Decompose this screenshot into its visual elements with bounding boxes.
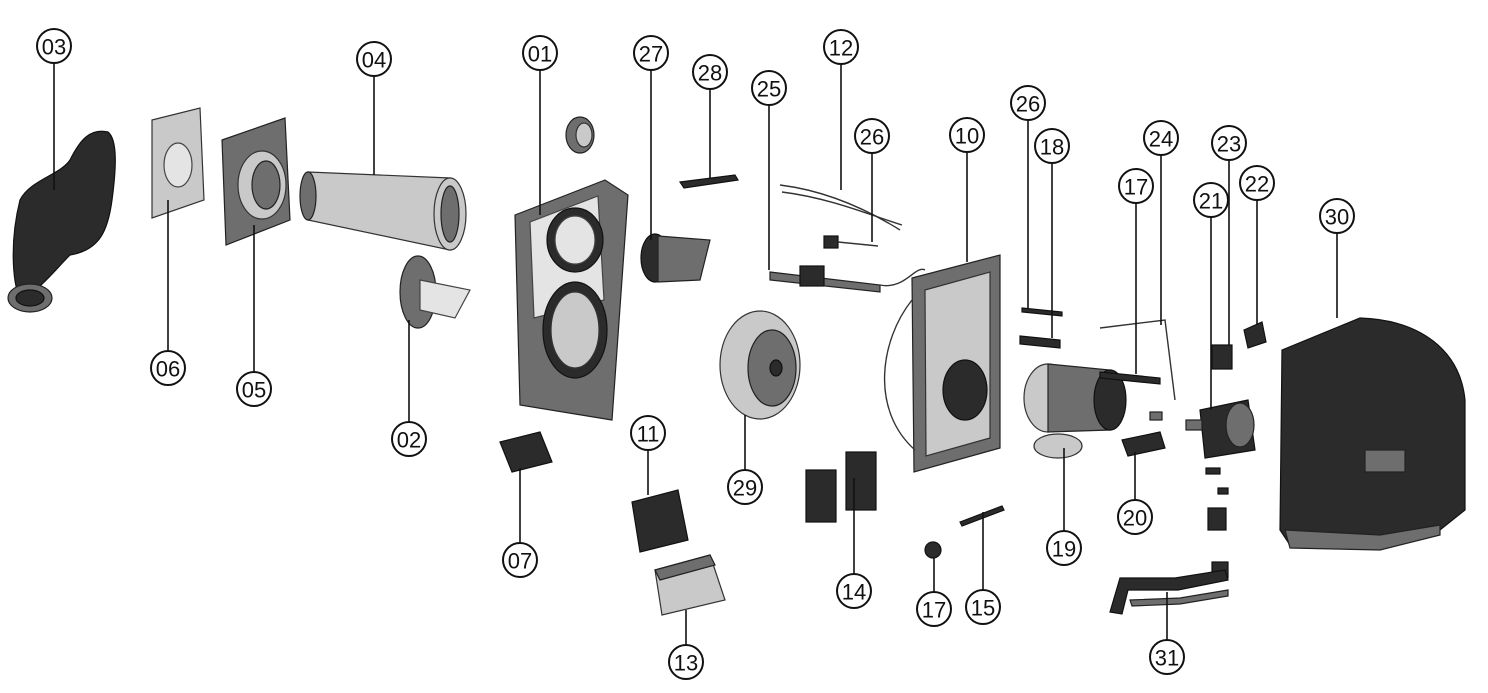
callout-label: 04 (362, 48, 386, 73)
callout-17: 17 (1118, 168, 1154, 204)
part-fittings (1205, 467, 1229, 579)
leader-lines (53, 63, 1338, 645)
part-17-shaft (1099, 371, 1161, 385)
part-sleeve (565, 116, 595, 154)
callout-label: 30 (1325, 205, 1349, 230)
callout-label: 28 (698, 61, 722, 86)
callout-label: 01 (528, 42, 552, 67)
callout-26a: 26 (854, 118, 890, 154)
callout-label: 29 (733, 476, 757, 501)
part-05-flange (221, 117, 291, 246)
part-27-air-damper (640, 233, 711, 283)
callout-15: 15 (965, 589, 1001, 625)
part-04-blast-tube (299, 171, 467, 251)
callout-label: 06 (156, 357, 180, 382)
callout-label: 22 (1245, 172, 1269, 197)
callout-label: 17 (1124, 175, 1148, 200)
callout-label: 12 (829, 36, 853, 61)
callout-label: 17 (922, 598, 946, 623)
callout-label: 26 (1016, 92, 1040, 117)
callout-20: 20 (1117, 499, 1153, 535)
callout-label: 18 (1040, 135, 1064, 160)
callout-21: 21 (1193, 182, 1229, 218)
part-03-air-intake-housing (7, 130, 116, 313)
callout-label: 03 (42, 35, 66, 60)
callout-18: 18 (1034, 128, 1070, 164)
callout-19: 19 (1046, 530, 1082, 566)
callout-02: 02 (391, 421, 427, 457)
part-14-connectors (805, 451, 877, 523)
part-16-grommet (924, 541, 942, 559)
part-22-plug (1243, 321, 1267, 349)
part-24-oil-line (1099, 319, 1176, 401)
callout-06: 06 (150, 350, 186, 386)
part-25-nozzle-line (769, 265, 926, 293)
callout-label: 02 (397, 428, 421, 453)
callout-label: 13 (674, 651, 698, 676)
part-01-burner-body (514, 179, 629, 421)
callout-label: 15 (971, 596, 995, 621)
callout-03: 03 (36, 28, 72, 64)
part-11-transformer (631, 489, 689, 553)
callout-label: 05 (242, 378, 266, 403)
callout-12: 12 (823, 29, 859, 65)
callout-07: 07 (502, 542, 538, 578)
callout-11: 11 (630, 415, 666, 451)
callout-label: 10 (955, 124, 979, 149)
callout-30: 30 (1319, 198, 1355, 234)
part-29-fan-wheel (719, 310, 801, 420)
callout-label: 21 (1199, 189, 1223, 214)
part-23-solenoid-coil (1211, 344, 1233, 370)
callout-04: 04 (356, 41, 392, 77)
callout-label: 27 (639, 42, 663, 67)
callout-label: 23 (1217, 132, 1241, 157)
part-20-valve (1121, 411, 1166, 457)
callout-28: 28 (692, 54, 728, 90)
callout-26b: 26 (1010, 85, 1046, 121)
callout-23: 23 (1211, 125, 1247, 161)
part-26-rod (1021, 307, 1063, 317)
callout-31: 31 (1149, 639, 1185, 675)
callout-29: 29 (727, 469, 763, 505)
part-07-plate (499, 431, 553, 473)
callout-10: 10 (949, 117, 985, 153)
part-13-control-box (654, 554, 726, 616)
part-30-cover (1279, 317, 1466, 551)
part-02-diffuser (399, 255, 471, 329)
callout-16: 17 (916, 591, 952, 627)
callout-14: 14 (836, 573, 872, 609)
callout-label: 07 (508, 549, 532, 574)
callout-24: 24 (1143, 120, 1179, 156)
part-31-hoses (1109, 569, 1229, 615)
callout-22: 22 (1239, 165, 1275, 201)
part-26-electrode-small (823, 235, 879, 249)
callout-13: 13 (668, 644, 704, 680)
callout-label: 24 (1149, 127, 1173, 152)
part-21-pump (1185, 399, 1256, 459)
callout-label: 26 (860, 125, 884, 150)
callout-label: 25 (757, 77, 781, 102)
callout-25: 25 (751, 70, 787, 106)
part-28-clip (678, 174, 739, 189)
part-06-gasket (151, 107, 205, 219)
callout-label: 20 (1123, 506, 1147, 531)
part-12-ignition-cable (779, 184, 903, 231)
callout-label: 31 (1155, 646, 1179, 671)
part-19-motor (1023, 363, 1127, 459)
callout-label: 19 (1052, 537, 1076, 562)
callout-05: 05 (236, 371, 272, 407)
part-18-screw (1019, 335, 1061, 349)
callout-27: 27 (633, 35, 669, 71)
callout-01: 01 (522, 35, 558, 71)
part-15-screw (959, 505, 1005, 527)
callout-label: 14 (842, 580, 866, 605)
part-10-motor-plate (883, 254, 1001, 473)
callout-label: 11 (637, 422, 660, 447)
